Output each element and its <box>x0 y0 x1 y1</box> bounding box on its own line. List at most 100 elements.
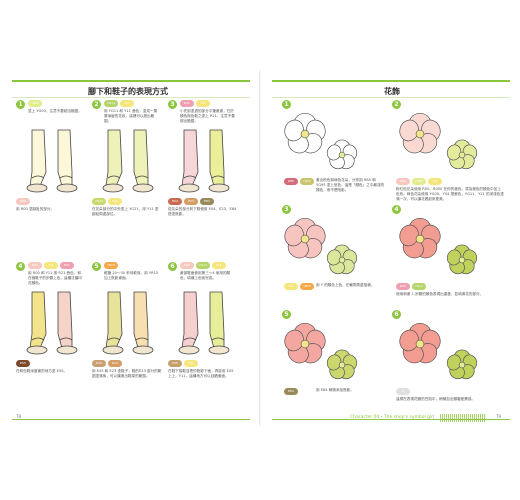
marker-swatch: E45 <box>168 360 182 367</box>
step-number-badge: 5 <box>92 262 101 271</box>
step-number-badge: 2 <box>92 100 101 109</box>
step-number-badge: 2 <box>392 100 401 109</box>
step-caption: 畫部鞋面使用第三～4 使用的顏色，填補上色後完成。 <box>180 271 231 280</box>
marker-swatch: YG11 <box>104 100 118 107</box>
marker-swatch: Y11 <box>284 283 298 290</box>
marker-swatch: R00 <box>180 262 194 269</box>
step-caption: 小史部塗過的部分平筆畫畫，在於顏色與色鞋之塗上 R21，注意不要超出範圍。 <box>180 109 235 123</box>
marker-swatch: E04 <box>168 198 182 205</box>
step-caption: 畫出粉色與綠色花朵，分別用 R85 和 YG95 塗上底色，這是「顏色」之中最淺… <box>316 178 385 192</box>
step-caption: 輕筆 20～30 秒待乾後，用 YR15 加上陰影畫面。 <box>104 271 159 280</box>
marker-swatch: E84 <box>284 388 298 395</box>
marker-swatch: Y11 <box>212 262 226 269</box>
marker-swatch: YG11 <box>196 262 210 269</box>
right-header-subrule <box>272 97 510 98</box>
marker-swatch: R00 <box>28 262 42 269</box>
marker-swatch: R00 <box>16 198 30 205</box>
step-caption: 從花朵的部分到下鞋使用 E04、E23、E84 搭塗陰影。 <box>168 207 237 216</box>
step-number-badge: 5 <box>282 310 291 319</box>
marker-swatch: R21 <box>396 283 410 290</box>
footer-chapter-text: Character 04・The shop's symbol girl <box>350 415 435 420</box>
step-caption: 用 R00 和 Y11 按 R21 疊色，和在個鞋子的步驟上色，這種法讓印花顏色… <box>28 271 82 285</box>
right-footer-rule <box>272 419 510 420</box>
color-swatch-row: E55 <box>16 360 30 367</box>
marker-swatch: R00 <box>396 178 410 185</box>
pink-flower <box>399 112 441 154</box>
left-header-rule <box>12 80 250 82</box>
step-number-badge: 6 <box>392 310 401 319</box>
green-flower <box>326 139 358 170</box>
step-number-badge: 4 <box>392 205 401 214</box>
marker-swatch: YG00 <box>412 178 426 185</box>
green-flower <box>446 349 478 380</box>
step-caption: 用 E43 和 E23 塗鞋子，鞋的E23 部分的範圍塗滿後，可以讓畫出鞋架的範… <box>92 369 162 378</box>
right-header-rule <box>272 80 510 82</box>
step-caption: 在和色鞋深度畫的地方塗 E55。 <box>16 369 68 373</box>
left-page-title: 腳下和鞋子的表現方式 <box>88 87 168 96</box>
step-caption: 在花朵部分的中央塗上 YG21，用 Y11 塗腳趾周邊部位。 <box>92 207 159 216</box>
green-flower <box>446 139 478 170</box>
marker-swatch: R21 <box>180 100 194 107</box>
left-header-subrule <box>12 97 250 98</box>
marker-swatch: Y11 <box>428 178 442 185</box>
marker-swatch: E23 <box>108 360 122 367</box>
marker-swatch: YR15 <box>300 283 314 290</box>
step-caption: 用 YG11 和 Y11 疊色，塗成一層層漸變的花紋，這裡可以超出範圍。 <box>104 109 158 123</box>
color-swatch-row: E84 <box>284 388 298 395</box>
step-caption: 塗上 YG00，注意不要超出範圍。 <box>28 109 82 113</box>
step-caption: 用 E84 稍微添加陰影。 <box>316 388 354 392</box>
marker-swatch: R85 <box>284 178 298 185</box>
marker-swatch: YG00 <box>28 100 42 107</box>
marker-swatch: YG11 <box>412 283 426 290</box>
step-caption: 用 R00 塗腳趾的部分。 <box>16 207 55 211</box>
marker-swatch: R21 <box>60 262 74 269</box>
leg-illustration <box>102 291 154 355</box>
step-number-badge: 1 <box>16 100 25 109</box>
step-number-badge: 3 <box>282 205 291 214</box>
step-number-badge: 1 <box>282 100 291 109</box>
step-caption: 在鞋下描鞋並把的陰影下面，再從用 E45 上上，Y11，這種地方可以延續畫面。 <box>168 369 234 378</box>
leg-illustration <box>102 129 154 193</box>
green-flower <box>446 244 478 275</box>
step-number-badge: 6 <box>168 262 177 271</box>
marker-swatch: Y11 <box>120 100 134 107</box>
marker-swatch: YR15 <box>104 262 118 269</box>
marker-swatch: YG21 <box>92 198 106 205</box>
marker-swatch: E43 <box>92 360 106 367</box>
step-caption: 用 Y 的顏色上色，在輪廓周邊描畫。 <box>316 283 375 287</box>
footer-barcode-decoration <box>440 414 486 422</box>
marker-swatch: YG95 <box>300 178 314 185</box>
marker-swatch: E23 <box>184 198 198 205</box>
pink-flower <box>284 322 326 364</box>
step-number-badge: 4 <box>16 262 25 271</box>
color-swatch-row: YG00 <box>28 100 42 107</box>
marker-swatch: E55 <box>16 360 30 367</box>
left-footer-rule <box>12 419 250 420</box>
leg-illustration <box>178 129 230 193</box>
color-swatch-row: R00 <box>16 198 30 205</box>
color-swatch-row: YR15 <box>104 262 118 269</box>
step-caption: 使用和畫 1 步驟的顏色表現出重疊，並填滿花的部分。 <box>396 292 484 296</box>
left-page-number: 78 <box>16 414 22 419</box>
green-flower <box>326 244 358 275</box>
marker-swatch: Y11 <box>108 198 122 205</box>
marker-swatch: 0 <box>396 388 410 395</box>
step-caption: 這樣在表現花瓣的凹陷中，稍微加出顯著差異感。 <box>396 397 476 401</box>
color-swatch-row: 0 <box>396 388 410 395</box>
marker-swatch: Y11 <box>196 100 210 107</box>
right-page-title: 花飾 <box>384 87 400 96</box>
pink-flower <box>399 322 441 364</box>
right-page-number: 79 <box>496 414 502 419</box>
